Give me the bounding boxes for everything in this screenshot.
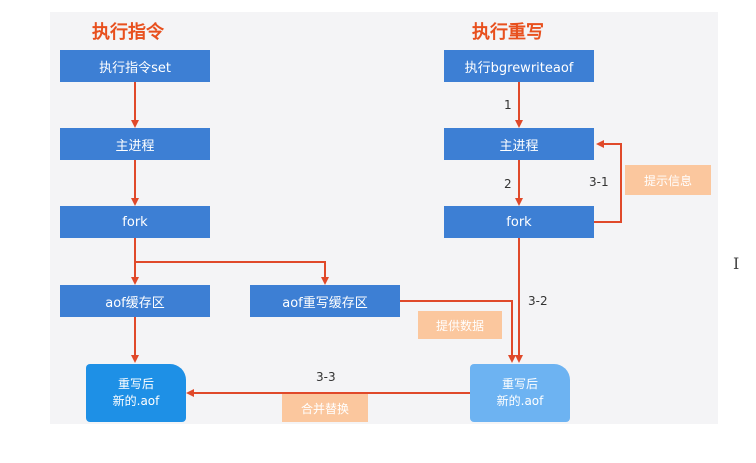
step-label-1: 1 (504, 98, 512, 112)
right-main-process-box: 主进程 (444, 128, 594, 160)
right-section-title: 执行重写 (472, 22, 544, 43)
step-label-3-2: 3-2 (528, 294, 548, 308)
arrow-fork-to-rewrite-buffer (135, 261, 329, 285)
step-label-3-3: 3-3 (316, 370, 336, 384)
left-new-aof-file: 重写后 新的.aof (86, 364, 186, 422)
step-label-3-1: 3-1 (589, 175, 609, 189)
left-section-title: 执行指令 (92, 22, 164, 43)
aof-rewrite-buffer-box: aof重写缓存区 (250, 285, 400, 317)
arrow-rewrite-buffer-to-new-file (400, 300, 516, 363)
aof-buffer-box: aof缓存区 (60, 285, 210, 317)
step-label-2: 2 (504, 177, 512, 191)
arrow-fork-notify-main (594, 140, 622, 223)
bgrewriteaof-command-box: 执行bgrewriteaof (444, 50, 594, 82)
set-command-box: 执行指令set (60, 50, 210, 82)
left-file-line1: 重写后 (117, 377, 154, 391)
right-file-line2: 新的.aof (496, 394, 544, 408)
provide-data-note: 提供数据 (418, 311, 502, 339)
notify-note: 提示信息 (625, 165, 711, 195)
right-new-aof-file: 重写后 新的.aof (470, 364, 570, 422)
merge-replace-note: 合并替换 (282, 394, 368, 422)
left-fork-box: fork (60, 206, 210, 238)
text-cursor-icon: I (733, 254, 740, 273)
left-main-process-box: 主进程 (60, 128, 210, 160)
right-fork-box: fork (444, 206, 594, 238)
left-file-line2: 新的.aof (112, 394, 160, 408)
right-file-line1: 重写后 (501, 377, 538, 391)
